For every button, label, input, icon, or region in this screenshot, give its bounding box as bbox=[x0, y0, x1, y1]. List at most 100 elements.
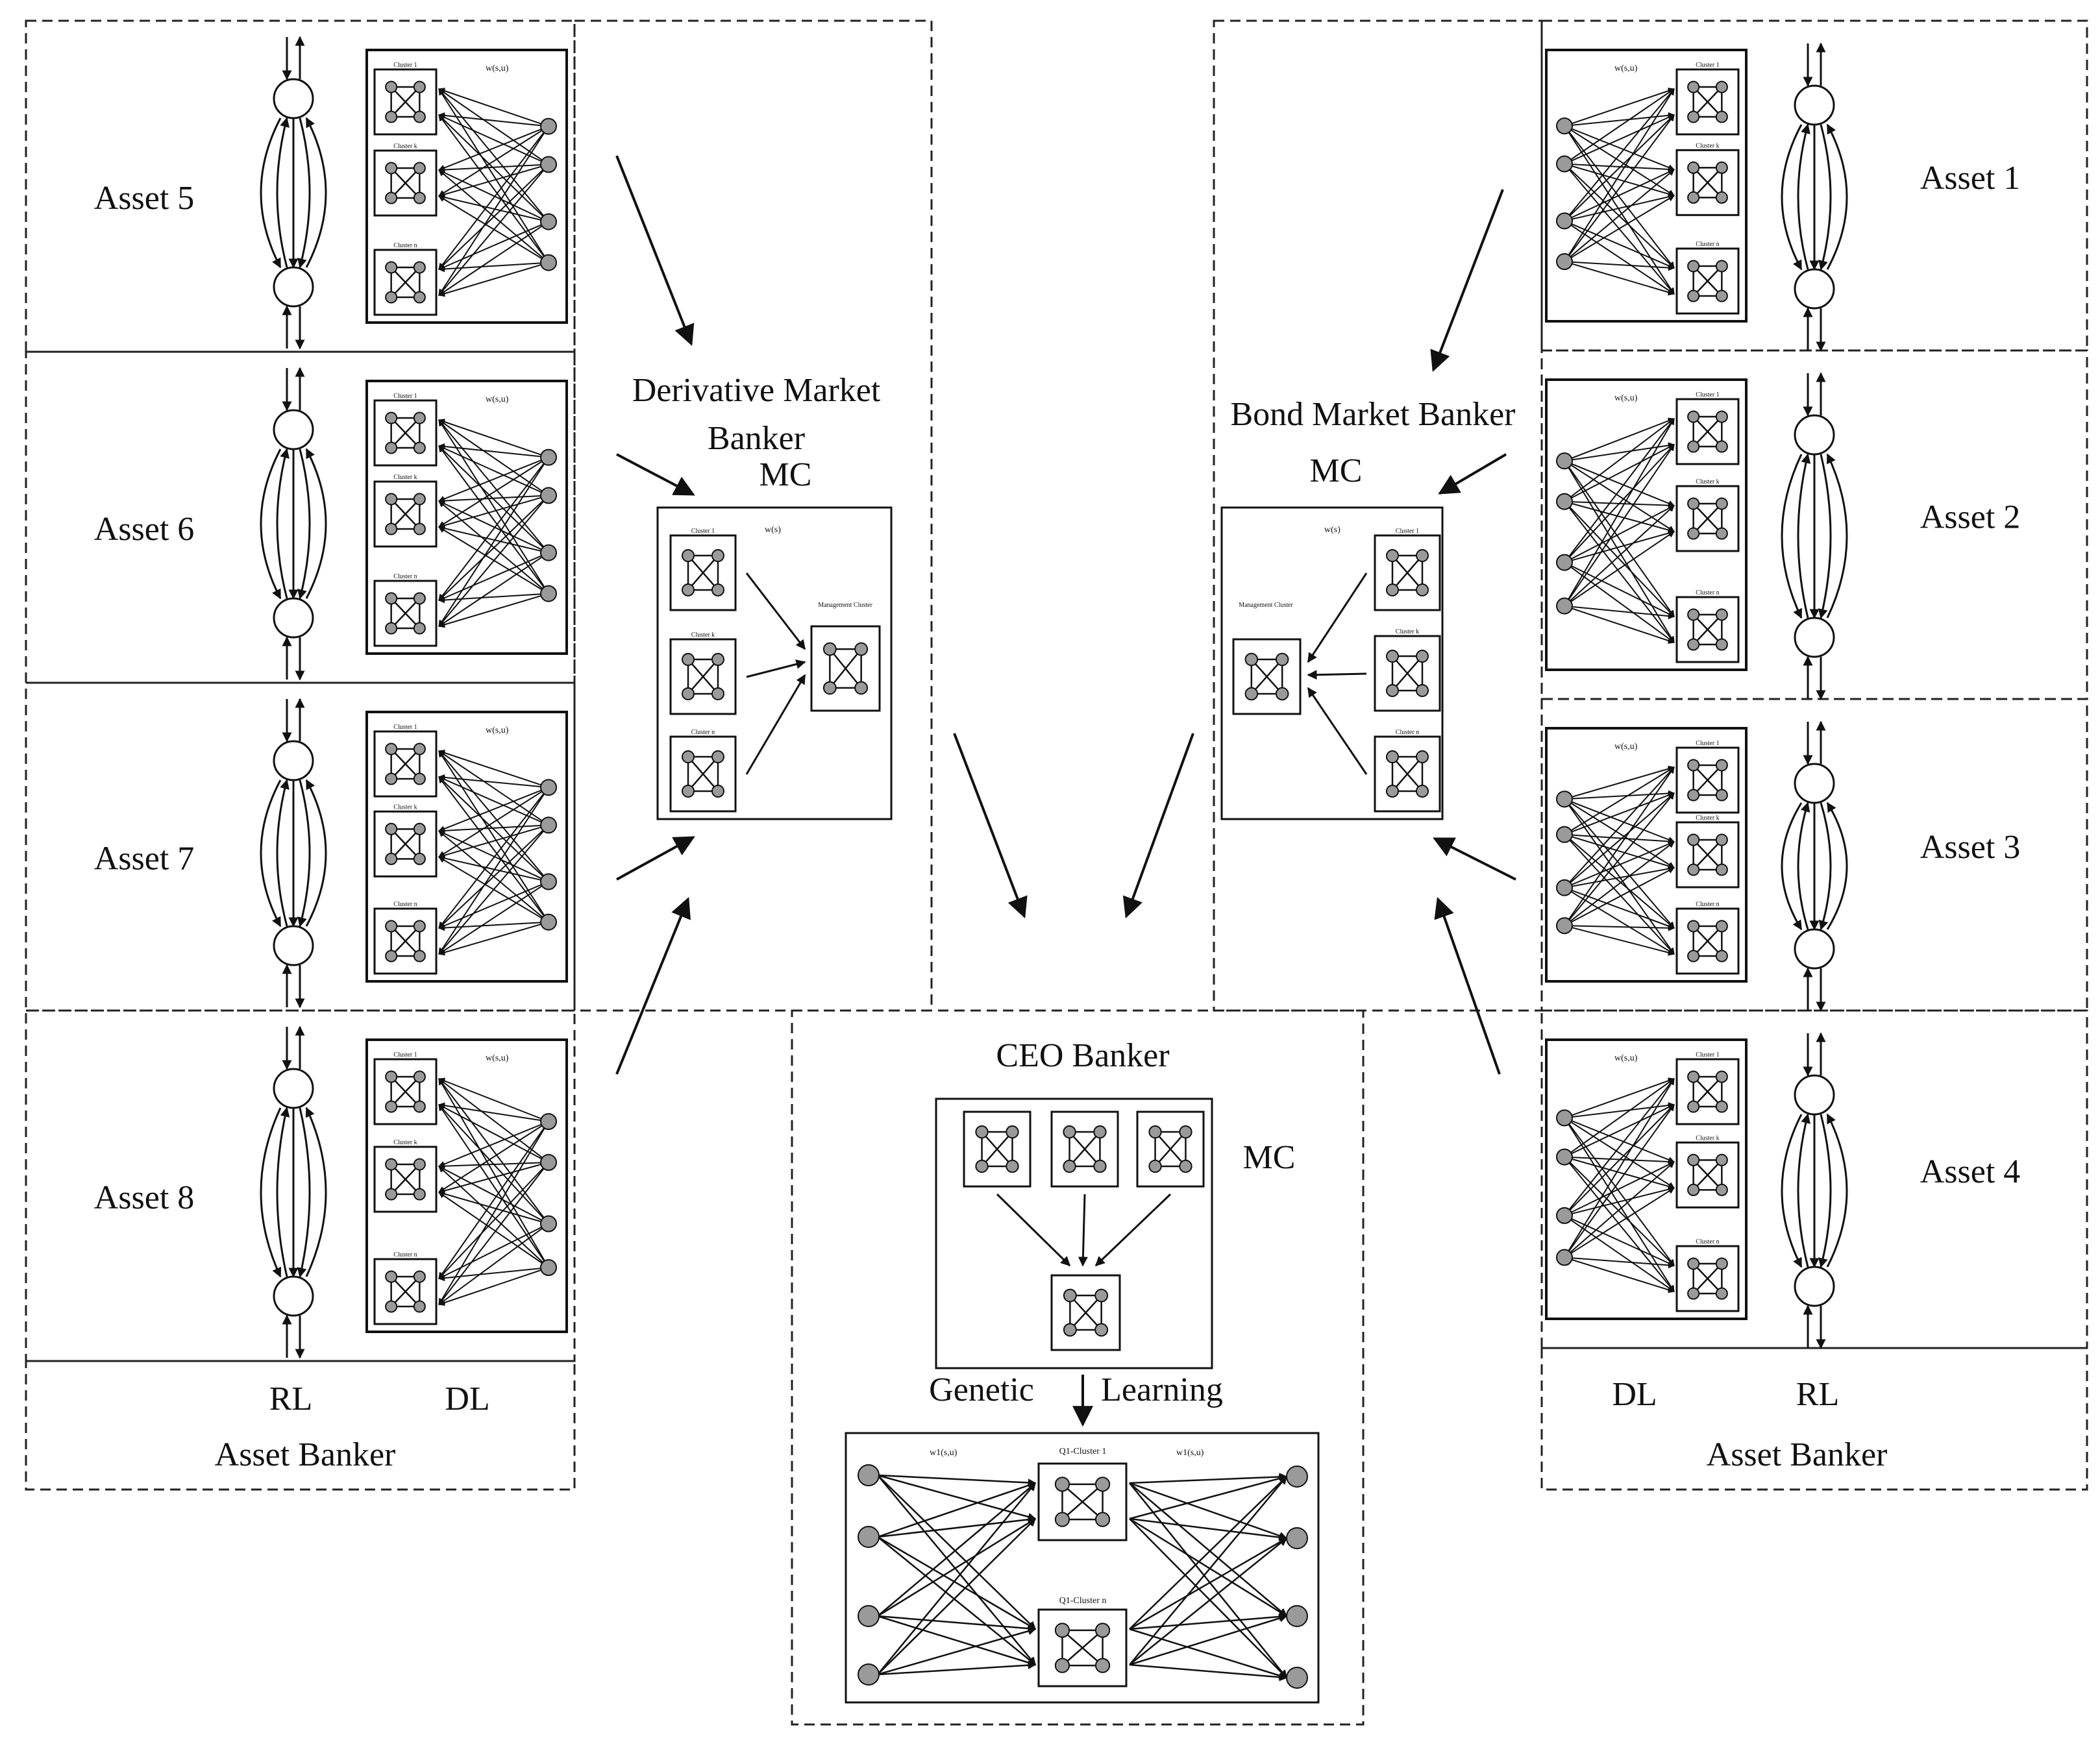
ceo-top-cluster-1-frame bbox=[963, 1110, 1031, 1188]
left-dl-module-8-frame bbox=[365, 1038, 568, 1333]
left-dl-module-6-cluster-3-label: Cluster n bbox=[393, 573, 417, 580]
left-dl-module-5-edge bbox=[438, 221, 549, 271]
left-rl-chain-7-state-top bbox=[273, 740, 314, 781]
right-dl-module-4-edge bbox=[1564, 1156, 1675, 1266]
derivative-cluster-to-management bbox=[746, 659, 806, 678]
left-dl-module-8-cluster-3-node bbox=[385, 1270, 398, 1283]
left-dl-module-7-cluster-1-node bbox=[385, 772, 398, 785]
bond-cluster-1: Cluster 1 bbox=[1374, 528, 1441, 611]
left-dl-module-7-cluster-1-node bbox=[413, 742, 426, 755]
left-dl-module-8-cluster-1-label: Cluster 1 bbox=[393, 1051, 417, 1059]
left-dl-module-6-edge bbox=[438, 495, 549, 529]
left-dl-module-7-cluster-3-node bbox=[413, 950, 426, 963]
right-dl-module-3-cluster-1-edge bbox=[1692, 765, 1723, 796]
left-rl-chain-5-transition bbox=[297, 117, 311, 269]
right-rl-chain-1-transition bbox=[1781, 124, 1803, 271]
left-dl-module-8-cluster-2-node bbox=[385, 1158, 398, 1171]
derivative-cluster-3-node bbox=[682, 750, 695, 764]
right-dl-module-2-cluster-3: Cluster n bbox=[1675, 589, 1740, 663]
right-dl-module-2-edge bbox=[1564, 418, 1675, 502]
right-dl-module-2-edge bbox=[1564, 605, 1675, 644]
q-cluster-1-frame bbox=[1037, 1462, 1128, 1541]
right-dl-module-4-cluster-1-frame bbox=[1675, 1058, 1740, 1125]
left-rl-chain-7-transition bbox=[276, 779, 290, 927]
right-rl-chain-4-transition bbox=[1826, 1113, 1848, 1268]
arrow-derivative-to-ceo bbox=[953, 733, 1028, 918]
left-dl-module-7-cluster-3-node bbox=[385, 920, 398, 933]
left-dl-module-6-cluster-3: Cluster n bbox=[373, 573, 438, 647]
bond-cluster-2: Cluster k bbox=[1374, 628, 1441, 712]
bond-cluster-3-frame bbox=[1374, 735, 1441, 813]
q-network-output-node bbox=[1286, 1466, 1308, 1488]
left-dl-module-6-edge bbox=[438, 525, 549, 554]
bond-cluster-1-node bbox=[1416, 549, 1429, 563]
left-dl-module-5-edge bbox=[438, 88, 549, 264]
right-dl-module-2-cluster-2-frame bbox=[1675, 485, 1740, 552]
right-dl-module-3-edge bbox=[1564, 792, 1675, 835]
right-dl-module-1-edge bbox=[1564, 88, 1675, 165]
right-dl-module-4-edge bbox=[1564, 1186, 1675, 1216]
left-dl-module-6-cluster-3-node bbox=[413, 592, 426, 605]
q-network-output-edge bbox=[1129, 1476, 1287, 1665]
right-dl-module-1-cluster-1-edge bbox=[1692, 86, 1723, 117]
left-asset-label: Asset 7 bbox=[94, 840, 195, 877]
right-dl-module-3-edge bbox=[1564, 865, 1675, 889]
right-dl-module-3-cluster-2-node bbox=[1715, 833, 1728, 846]
right-dl-module-3-edge bbox=[1564, 798, 1675, 868]
ceo-management-cluster bbox=[1050, 1274, 1121, 1351]
bond-mc-label: MC bbox=[1310, 452, 1363, 489]
right-dl-module-3-cluster-1-label: Cluster 1 bbox=[1696, 740, 1719, 747]
q-network-input-edge bbox=[877, 1515, 1037, 1538]
right-dl-module-1-cluster-1-node bbox=[1687, 110, 1700, 123]
bond-management-cluster-node bbox=[1275, 687, 1289, 701]
right-dl-module-4-cluster-2-node bbox=[1687, 1183, 1700, 1196]
left-dl-module-7-edge bbox=[438, 750, 549, 789]
right-dl-module-4-frame bbox=[1545, 1038, 1748, 1320]
right-dl-module-3-edge bbox=[1564, 767, 1675, 889]
left-rl-chain-6-state-top bbox=[273, 409, 314, 450]
right-dl-module-4-edge bbox=[1564, 1078, 1675, 1258]
left-dl-module-8-edge bbox=[438, 1121, 549, 1168]
left-dl-module-8-edge bbox=[438, 1121, 549, 1193]
ceo-genetic-label: Genetic bbox=[929, 1371, 1034, 1408]
ceo-cluster-to-management bbox=[1078, 1194, 1088, 1267]
left-dl-module-8-edge bbox=[438, 1166, 549, 1268]
bond-cluster-1-label: Cluster 1 bbox=[1396, 528, 1419, 535]
ceo-top-cluster-2-node bbox=[1063, 1125, 1076, 1139]
ceo-top-cluster-2 bbox=[1050, 1110, 1119, 1188]
derivative-management-label: Management Cluster bbox=[818, 602, 872, 609]
left-dl-module-7-edge bbox=[438, 776, 549, 826]
right-rl-chain-4-state-bottom bbox=[1794, 1266, 1835, 1307]
left-dl-module-6-edge bbox=[438, 456, 549, 601]
flow-arrows bbox=[615, 155, 1516, 1075]
left-dl-module-5-edge bbox=[438, 164, 549, 198]
left-rl-chain-6-transition bbox=[276, 448, 290, 599]
left-rl-chain-7 bbox=[260, 698, 327, 1009]
right-rl-chain-3-state-bottom bbox=[1794, 928, 1835, 970]
right-dl-module-4-edge bbox=[1564, 1215, 1675, 1292]
left-dl-module-8-edge bbox=[438, 1166, 549, 1225]
right-dl-module-2-edge bbox=[1564, 417, 1675, 462]
q-network-weight-right: w1(s,u) bbox=[1176, 1448, 1204, 1458]
left-dl-module-6-cluster-2-frame bbox=[373, 480, 438, 548]
right-dl-module-1-input-node bbox=[1556, 117, 1573, 135]
right-dl-module-3-cluster-2-node bbox=[1715, 863, 1728, 876]
q-network-output-edge bbox=[1129, 1628, 1288, 1680]
bond-cluster-3-edge bbox=[1392, 756, 1423, 792]
q-cluster-n-label: Q1-Cluster n bbox=[1059, 1596, 1107, 1606]
left-rl-chain-7-transition bbox=[260, 779, 282, 927]
right-dl-module-3-edge bbox=[1564, 767, 1675, 835]
bond-cluster-1-node bbox=[1386, 549, 1399, 563]
left-dl-module-5-cluster-1-label: Cluster 1 bbox=[393, 62, 417, 69]
right-dl-module-3-cluster-2-node bbox=[1687, 863, 1700, 876]
right-dl-module-1-cluster-3: Cluster n bbox=[1675, 241, 1740, 315]
left-dl-module-8-cluster-2-edge bbox=[390, 1164, 421, 1195]
left-dl-module-7-edge bbox=[438, 855, 549, 883]
left-rl-label: RL bbox=[269, 1380, 312, 1417]
right-dl-module-3-weight: w(s,u) bbox=[1614, 742, 1638, 752]
ceo-top-cluster-2-frame bbox=[1050, 1110, 1119, 1188]
arrow-asset6-to-derivative bbox=[616, 453, 695, 496]
